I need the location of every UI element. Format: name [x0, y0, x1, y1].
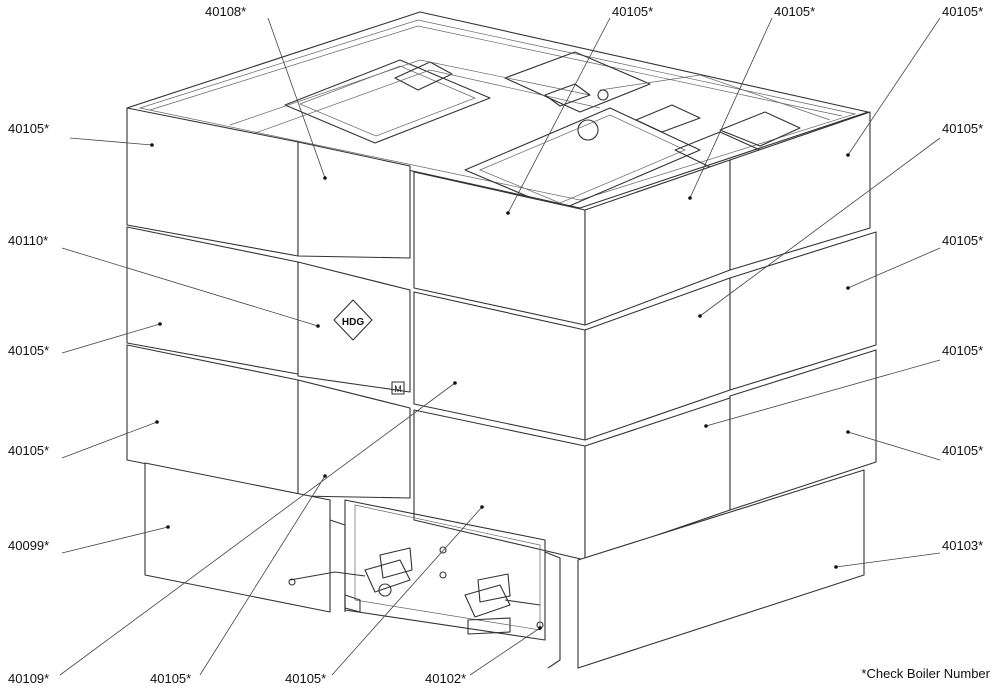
left-face-panels	[126, 107, 411, 499]
label-40109: 40109*	[8, 671, 49, 686]
leader-dot	[316, 324, 320, 328]
label-40102: 40102*	[425, 671, 466, 686]
leader-line	[469, 627, 541, 676]
leader-line	[61, 247, 319, 327]
leader-line	[847, 17, 941, 156]
leader-line	[507, 17, 611, 214]
label-40105-right-4: 40105*	[942, 443, 983, 458]
leader-dot	[834, 565, 838, 569]
leader-line	[69, 137, 153, 146]
leader-line	[699, 137, 941, 317]
label-40105-left-1: 40105*	[8, 121, 49, 136]
leader-line	[199, 475, 326, 676]
leader-dot	[688, 196, 692, 200]
label-40105-right-3: 40105*	[942, 343, 983, 358]
label-40099: 40099*	[8, 538, 49, 553]
label-40110: 40110*	[8, 233, 48, 248]
boiler-internals	[229, 51, 831, 211]
m-marker: M	[391, 381, 405, 395]
hdg-logo: HDG	[333, 299, 373, 341]
part-labels: 40108* 40105* 40105* 40105* 40105* 40105…	[8, 4, 983, 686]
label-40105-bottom-a: 40105*	[150, 671, 191, 686]
leader-line	[705, 359, 941, 427]
top-frame	[126, 11, 869, 209]
label-40105-bottom-b: 40105*	[285, 671, 326, 686]
leader-dot	[150, 143, 154, 147]
leader-line	[689, 17, 773, 199]
leader-dot	[846, 430, 850, 434]
label-40108: 40108*	[205, 4, 246, 19]
label-40105-right-1: 40105*	[942, 121, 983, 136]
label-40105-top-a: 40105*	[612, 4, 653, 19]
leader-line	[847, 431, 941, 461]
leader-dot	[698, 314, 702, 318]
burner-opening	[288, 499, 561, 669]
base-panels	[144, 462, 865, 669]
leader-line	[331, 506, 483, 676]
leader-line	[59, 382, 456, 676]
leader-dot	[704, 424, 708, 428]
leader-dot	[538, 626, 542, 630]
leader-dot	[158, 322, 162, 326]
label-40105-left-3: 40105*	[8, 443, 49, 458]
m-marker-text: M	[394, 384, 402, 394]
leader-dot	[155, 420, 159, 424]
leader-line	[835, 552, 941, 568]
hdg-logo-text: HDG	[342, 317, 364, 328]
leader-dot	[846, 286, 850, 290]
leader-dot	[846, 153, 850, 157]
label-40103: 40103*	[942, 538, 983, 553]
leader-line	[61, 421, 158, 459]
label-40105-top-right: 40105*	[942, 4, 983, 19]
leader-line	[847, 247, 941, 289]
right-face-panels	[413, 111, 877, 561]
leader-dot	[323, 176, 327, 180]
label-40105-left-2: 40105*	[8, 343, 49, 358]
leaders	[59, 17, 941, 676]
label-40105-right-2: 40105*	[942, 233, 983, 248]
leader-dot	[323, 474, 327, 478]
leader-dot	[453, 381, 457, 385]
leader-line	[61, 323, 161, 354]
footnote: *Check Boiler Number	[861, 666, 990, 681]
leader-dot	[480, 505, 484, 509]
leader-dot	[506, 211, 510, 215]
leader-line	[267, 17, 326, 179]
leader-line	[61, 526, 169, 554]
leader-dot	[166, 525, 170, 529]
label-40105-top-b: 40105*	[774, 4, 815, 19]
